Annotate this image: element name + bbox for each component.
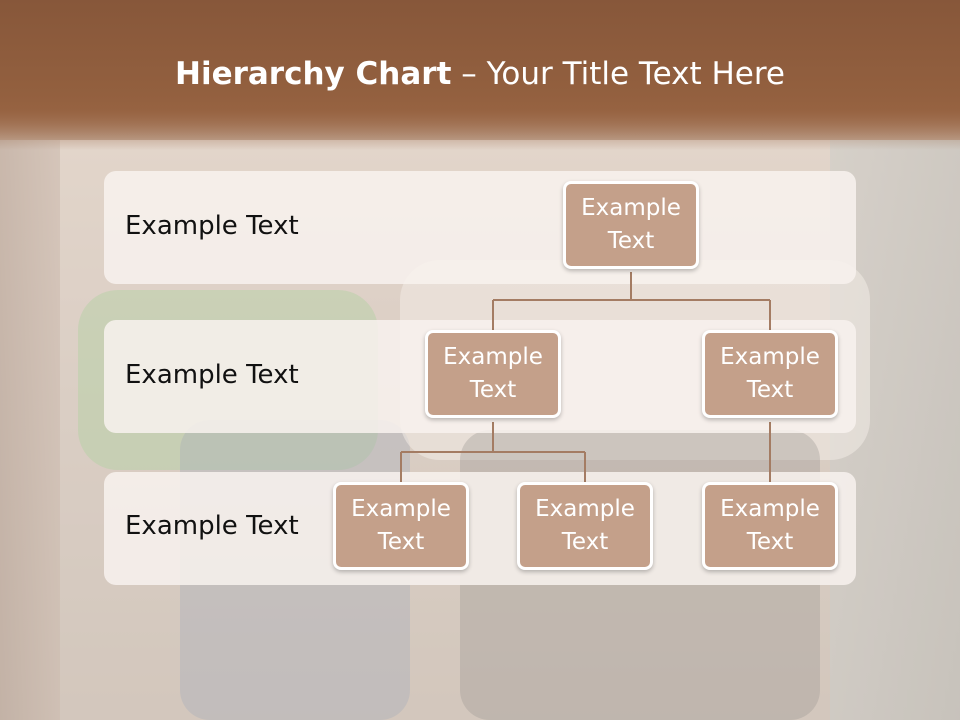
node-level3-a[interactable]: Example Text [333, 482, 469, 570]
node-level2-right-label: Example Text [720, 344, 820, 403]
node-root[interactable]: Example Text [563, 181, 699, 269]
slide-title-rest: – Your Title Text Here [451, 56, 785, 92]
node-level2-left-label: Example Text [443, 344, 543, 403]
node-level2-left[interactable]: Example Text [425, 330, 561, 418]
level-label-1: Example Text [125, 211, 299, 241]
node-level3-b[interactable]: Example Text [517, 482, 653, 570]
node-level2-right[interactable]: Example Text [702, 330, 838, 418]
slide-title: Hierarchy Chart – Your Title Text Here [0, 56, 960, 92]
node-root-label: Example Text [581, 195, 681, 254]
level-band-1 [104, 171, 856, 284]
connector-left [400, 422, 586, 482]
title-band [0, 0, 960, 150]
node-level3-c[interactable]: Example Text [702, 482, 838, 570]
slide-title-bold: Hierarchy Chart [175, 56, 452, 92]
node-level3-a-label: Example Text [351, 496, 451, 555]
node-level3-c-label: Example Text [720, 496, 820, 555]
level-label-2: Example Text [125, 360, 299, 390]
connector-root [492, 272, 771, 330]
level-label-3: Example Text [125, 511, 299, 541]
node-level3-b-label: Example Text [535, 496, 635, 555]
